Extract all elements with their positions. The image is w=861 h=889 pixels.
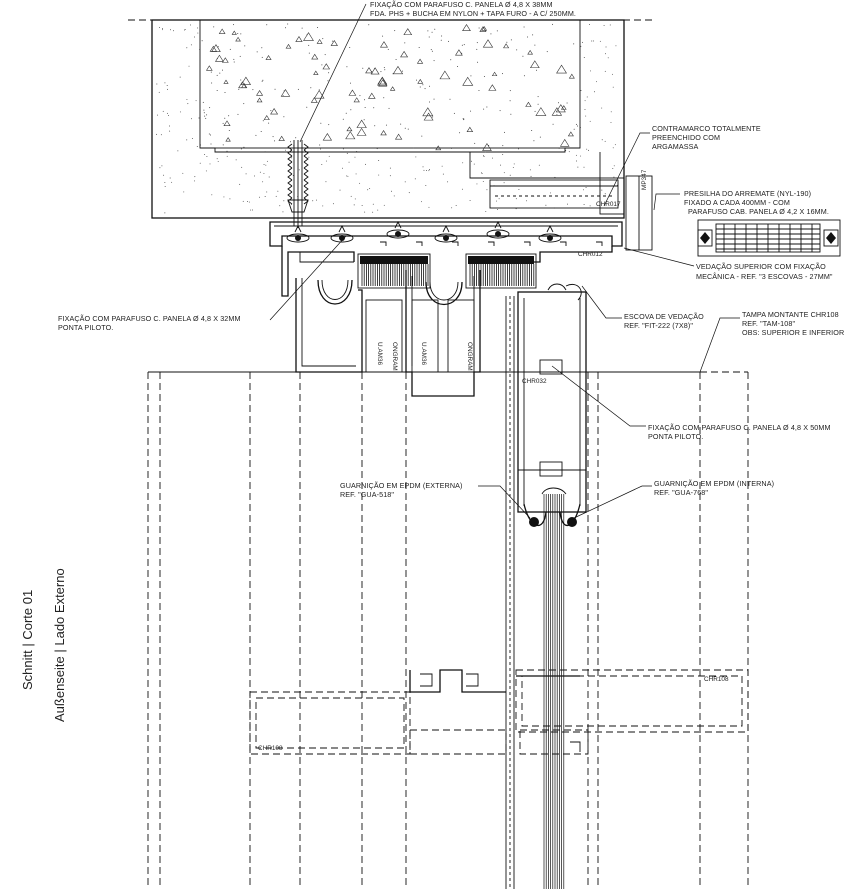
svg-text:FIXAÇÃO COM PARAFUSO C. PANELA: FIXAÇÃO COM PARAFUSO C. PANELA Ø 4,8 X 3…	[58, 314, 241, 323]
svg-text:OBS: SUPERIOR E INFERIOR: OBS: SUPERIOR E INFERIOR	[742, 328, 844, 337]
tag-chr032: CHR032	[522, 378, 547, 385]
tag-mp347: MP347	[641, 169, 648, 190]
brush-seals	[357, 253, 537, 289]
chr032-profile	[517, 283, 587, 527]
callout-presilha: PRESILHA DO ARREMATE (NYL-190) FIXADO A …	[684, 189, 829, 216]
svg-text:PRESILHA DO ARREMATE (NYL-190): PRESILHA DO ARREMATE (NYL-190)	[684, 189, 811, 198]
leader-lines	[269, 3, 740, 519]
svg-text:REF. "GUA-518": REF. "GUA-518"	[340, 490, 394, 499]
svg-text:ARGAMASSA: ARGAMASSA	[652, 142, 699, 151]
svg-text:PONTA PILOTO.: PONTA PILOTO.	[58, 323, 113, 332]
svg-text:MECÂNICA - REF. "3 ESCOVAS - 2: MECÂNICA - REF. "3 ESCOVAS - 27MM"	[696, 272, 833, 281]
callout-guarnicao-interna: GUARNIÇÃO EM EPDM (INTERNA) REF. "GUA-76…	[654, 479, 774, 497]
svg-text:ESCOVA DE VEDAÇÃO: ESCOVA DE VEDAÇÃO	[624, 312, 704, 321]
svg-text:PREENCHIDO COM: PREENCHIDO COM	[652, 133, 720, 142]
tag-vertical-left-1: U.AM36	[376, 342, 383, 366]
svg-text:CONTRAMARCO TOTALMENTE: CONTRAMARCO TOTALMENTE	[652, 124, 761, 133]
tag-vertical-right-1: U.AM36	[420, 342, 427, 366]
tag-vertical-right-2: ONGRAM	[466, 342, 473, 371]
concrete-slab	[128, 19, 652, 219]
svg-text:FDA. PHS + BUCHA EM NYLON + TA: FDA. PHS + BUCHA EM NYLON + TAPA FURO - …	[370, 9, 576, 18]
callout-fixing-32: FIXAÇÃO COM PARAFUSO C. PANELA Ø 4,8 X 3…	[58, 314, 241, 332]
tag-chr017: CHR017	[596, 201, 621, 208]
callout-top-fixing: FIXAÇÃO COM PARAFUSO C. PANELA Ø 4,8 X 3…	[370, 0, 576, 18]
svg-text:VEDAÇÃO SUPERIOR COM FIXAÇÃO: VEDAÇÃO SUPERIOR COM FIXAÇÃO	[696, 262, 826, 271]
drawing-title-line1: Schnitt | Corte 01	[20, 590, 35, 690]
svg-text:FIXAÇÃO COM PARAFUSO C. PANELA: FIXAÇÃO COM PARAFUSO C. PANELA Ø 4,8 X 5…	[648, 423, 831, 432]
drawing-title-line2: Außenseite | Lado Externo	[52, 568, 67, 722]
mullion-bodies	[295, 270, 481, 397]
tag-vertical-left-2: ONGRAM	[391, 342, 398, 371]
callout-fixing-50: FIXAÇÃO COM PARAFUSO C. PANELA Ø 4,8 X 5…	[648, 423, 831, 441]
svg-text:GUARNIÇÃO EM EPDM (INTERNA): GUARNIÇÃO EM EPDM (INTERNA)	[654, 479, 774, 488]
hidden-lines	[147, 371, 749, 889]
svg-text:REF. "FIT-222 (7X8)": REF. "FIT-222 (7X8)"	[624, 321, 693, 330]
svg-text:REF. "GUA-768": REF. "GUA-768"	[654, 488, 708, 497]
svg-text:PONTA PILOTO.: PONTA PILOTO.	[648, 432, 703, 441]
callout-escova: ESCOVA DE VEDAÇÃO REF. "FIT-222 (7X8)"	[624, 312, 704, 330]
callout-vedacao-superior: VEDAÇÃO SUPERIOR COM FIXAÇÃO MECÂNICA - …	[696, 262, 833, 281]
steel-post	[505, 296, 515, 889]
svg-text:GUARNIÇÃO EM EPDM (EXTERNA): GUARNIÇÃO EM EPDM (EXTERNA)	[340, 481, 463, 490]
presilha-detail	[697, 219, 841, 257]
svg-text:REF. "TAM-108": REF. "TAM-108"	[742, 319, 795, 328]
callout-guarnicao-externa: GUARNIÇÃO EM EPDM (EXTERNA) REF. "GUA-51…	[340, 481, 463, 499]
contramarco	[469, 152, 653, 251]
svg-text:FIXADO A CADA 400MM - COM: FIXADO A CADA 400MM - COM	[684, 198, 790, 207]
tag-chr012: CHR012	[578, 251, 603, 258]
callout-tampa: TAMPA MONTANTE CHR108 REF. "TAM-108" OBS…	[742, 310, 844, 337]
chr108-transom	[249, 669, 749, 755]
glass-pane	[541, 487, 567, 889]
tag-chr108-right: CHR108	[704, 676, 729, 683]
svg-text:PARAFUSO CAB. PANELA Ø 4,2 X 1: PARAFUSO CAB. PANELA Ø 4,2 X 16MM.	[688, 207, 829, 216]
tag-chr108-left: CHR108	[258, 745, 283, 752]
svg-text:TAMPA MONTANTE CHR108: TAMPA MONTANTE CHR108	[742, 310, 839, 319]
svg-text:FIXAÇÃO COM PARAFUSO C. PANELA: FIXAÇÃO COM PARAFUSO C. PANELA Ø 4,8 X 3…	[370, 0, 553, 9]
callout-contramarco: CONTRAMARCO TOTALMENTE PREENCHIDO COM AR…	[652, 124, 761, 151]
top-screw	[287, 140, 309, 228]
